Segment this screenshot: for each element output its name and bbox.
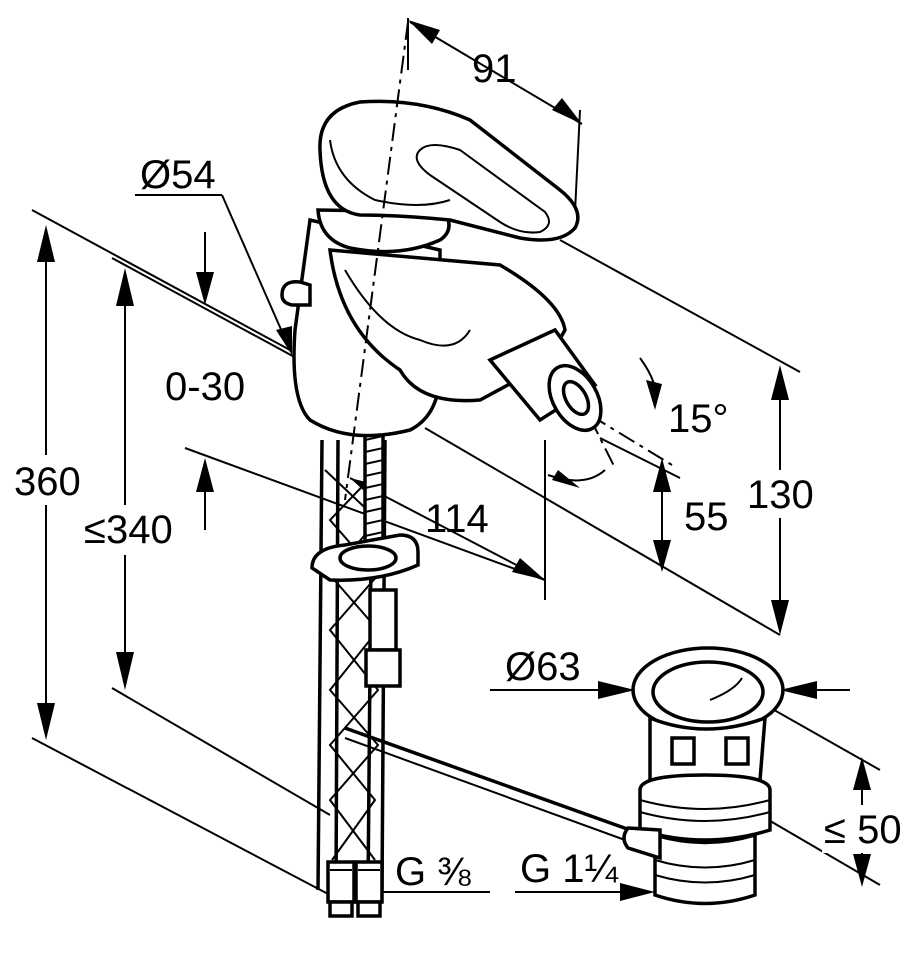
dimension-55: 55 xyxy=(653,458,729,572)
dimension-g38: G ⅜ xyxy=(352,850,490,894)
dimension-0-30: 0-30 xyxy=(165,232,245,530)
label-g114: G 1¼ xyxy=(520,847,618,891)
dimension-d54: Ø54 xyxy=(135,153,292,355)
label-15deg: 15° xyxy=(668,397,729,441)
label-0-30: 0-30 xyxy=(165,365,245,409)
dimension-15deg: 15° xyxy=(547,357,729,488)
dimension-340: ≤340 xyxy=(82,268,187,690)
label-360: 360 xyxy=(14,460,81,504)
label-114: 114 xyxy=(425,497,489,541)
dimension-d63: Ø63 xyxy=(490,645,850,699)
label-340: ≤340 xyxy=(84,508,173,552)
label-50: ≤ 50 xyxy=(824,808,902,852)
label-g38: G ⅜ xyxy=(395,850,471,894)
dimension-g114: G 1¼ xyxy=(515,847,655,901)
label-d63: Ø63 xyxy=(505,645,581,689)
mixer-body-drawing xyxy=(280,21,631,918)
label-91: 91 xyxy=(472,47,517,91)
label-130: 130 xyxy=(747,473,814,517)
label-55: 55 xyxy=(684,495,729,539)
dimension-50: ≤ 50 xyxy=(822,757,922,887)
dimension-130: 130 xyxy=(745,365,825,635)
dimension-360: 360 xyxy=(10,225,90,740)
label-d54: Ø54 xyxy=(140,153,216,197)
dimension-91: 91 xyxy=(408,20,583,125)
waste-fitting-drawing xyxy=(622,646,785,906)
